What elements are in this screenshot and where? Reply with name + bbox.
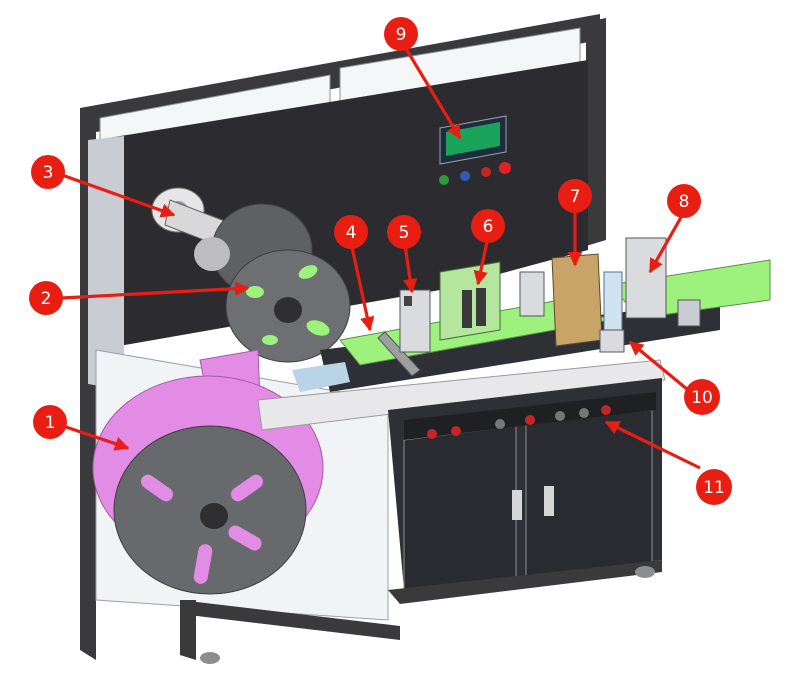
- arrow-5: [402, 244, 418, 294]
- callout-3: 3: [31, 155, 65, 189]
- callout-badges: 1 2 3 4 5 6 7 8: [29, 17, 732, 505]
- callout-9: 9: [384, 17, 418, 51]
- svg-text:1: 1: [45, 413, 56, 433]
- svg-text:5: 5: [399, 223, 410, 243]
- arrow-1: [59, 423, 130, 451]
- callout-5: 5: [387, 215, 421, 249]
- svg-text:10: 10: [691, 388, 713, 408]
- callout-7: 7: [558, 179, 592, 213]
- callout-11: 11: [696, 469, 732, 505]
- sensor-station: [599, 271, 625, 353]
- arrow-9: [403, 46, 462, 140]
- control-panel: [404, 392, 656, 440]
- arrow-4: [350, 246, 375, 332]
- callout-arrows: [59, 46, 701, 470]
- callout-2: 2: [29, 281, 63, 315]
- arrow-10: [628, 340, 690, 392]
- output-station: [625, 237, 701, 327]
- feed-roller: [377, 331, 421, 377]
- callout-1: 1: [33, 405, 67, 439]
- svg-text:6: 6: [483, 217, 494, 237]
- callout-8: 8: [667, 184, 701, 218]
- svg-text:9: 9: [396, 25, 407, 45]
- svg-text:8: 8: [679, 192, 690, 212]
- callout-6: 6: [471, 209, 505, 243]
- cutting-station: [439, 261, 501, 341]
- arrow-11: [604, 420, 701, 470]
- svg-text:11: 11: [703, 478, 725, 498]
- liner-rewind-reel: [225, 249, 351, 363]
- svg-text:2: 2: [41, 289, 52, 309]
- arrow-8: [648, 211, 686, 274]
- arrow-6: [473, 236, 490, 286]
- pressing-station: [399, 289, 431, 353]
- callout-10: 10: [684, 379, 720, 415]
- svg-text:7: 7: [570, 187, 581, 207]
- callout-4: 4: [334, 215, 368, 249]
- label-station: [519, 253, 603, 347]
- svg-text:3: 3: [43, 163, 54, 183]
- svg-text:4: 4: [346, 223, 357, 243]
- arrow-3: [61, 173, 176, 218]
- arrow-2: [61, 281, 250, 300]
